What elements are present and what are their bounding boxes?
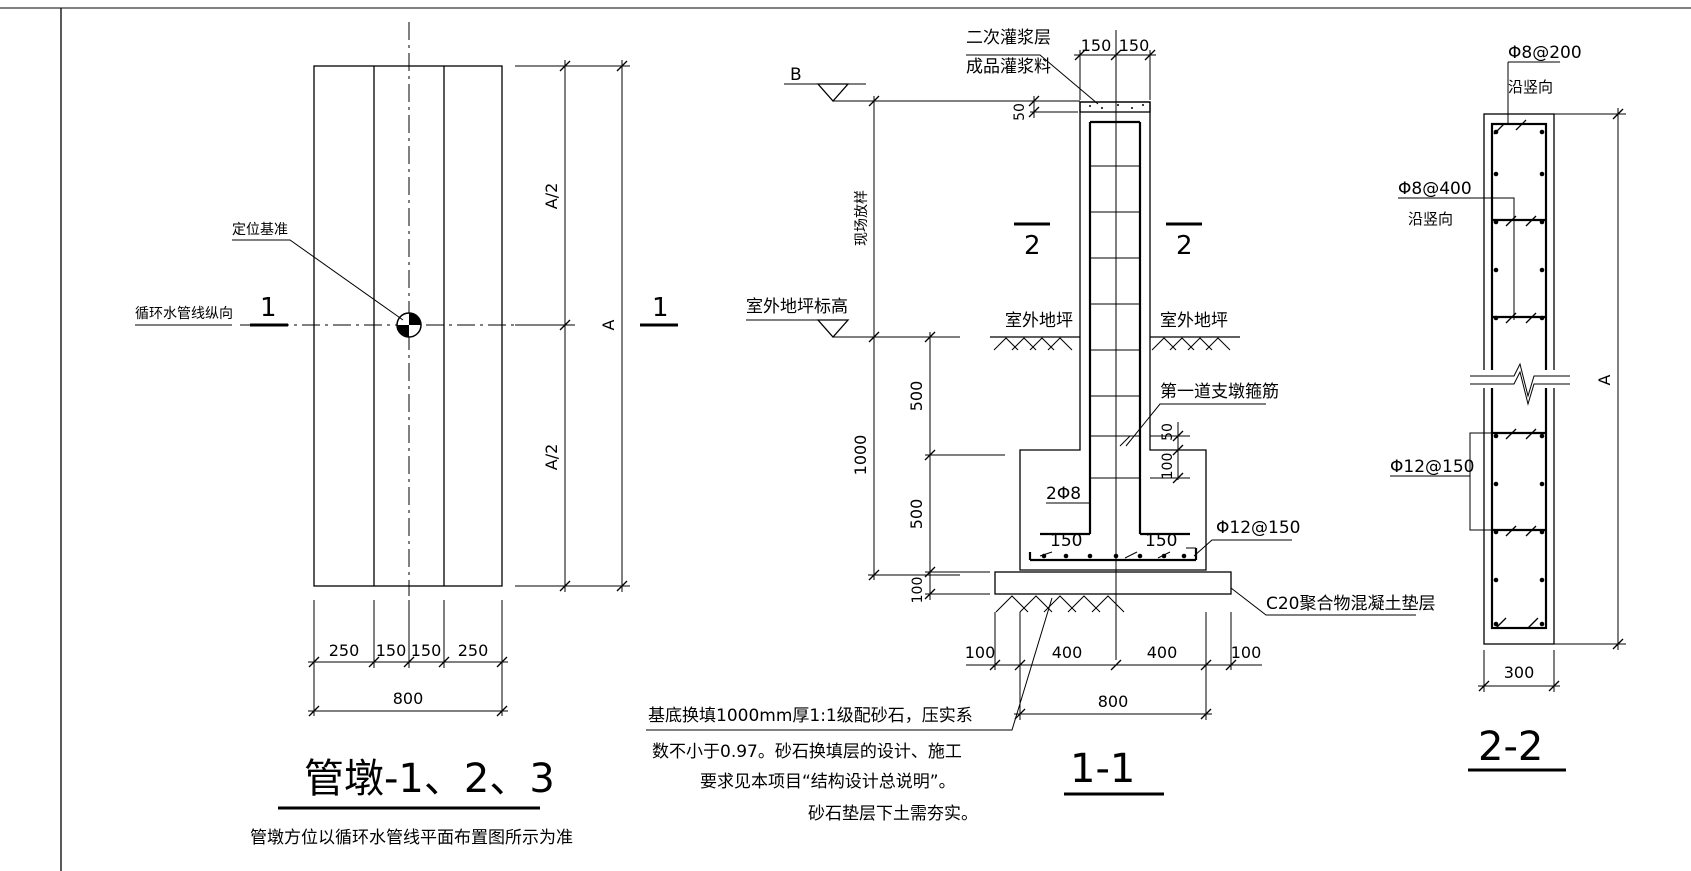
rebar-mid-label: Φ8@400 bbox=[1398, 179, 1472, 199]
section2-mark-right: 2 bbox=[1176, 231, 1193, 261]
right-small-dimensions bbox=[1150, 422, 1190, 484]
section-1-1: 室外地坪 室外地坪 B 室外地坪标高 二次灌浆层 成品灌浆料 bbox=[646, 28, 1436, 824]
plan-note: 管墩方位以循环水管线平面布置图所示为准 bbox=[250, 828, 573, 848]
level-outdoor-label: 室外地坪标高 bbox=[746, 297, 848, 317]
section-2-2: Φ8@200 沿竖向 Φ8@400 沿竖向 Φ12@150 A 300 2-2 bbox=[1390, 43, 1626, 772]
pad-leader bbox=[1230, 587, 1416, 616]
level-b-symbol-icon bbox=[784, 83, 1080, 102]
top-dimension bbox=[1074, 49, 1156, 100]
plan-view: 定位基准 循环水管线纵向 1 1 A/2 A/2 A bbox=[135, 22, 678, 848]
dim-1000: 1000 bbox=[851, 435, 870, 476]
plan-outline bbox=[313, 65, 503, 587]
dim-50-right: 50 bbox=[1160, 423, 1176, 441]
dim-500-lower: 500 bbox=[907, 499, 926, 530]
dim-100-bottom: 100 bbox=[910, 577, 926, 604]
dim-150-inner-right: 150 bbox=[1145, 531, 1177, 551]
note-line-4: 砂石垫层下土需夯实。 bbox=[808, 804, 978, 824]
dim-800: 800 bbox=[393, 689, 424, 708]
ground-hatch-right bbox=[1151, 337, 1231, 351]
datum-symbol-icon bbox=[396, 312, 422, 338]
dim-half-top: A/2 bbox=[542, 183, 561, 210]
first-stirrup-leader bbox=[1125, 403, 1266, 447]
s22-longitudinal-bars bbox=[1493, 129, 1545, 627]
rebar-mid-leader bbox=[1398, 197, 1515, 320]
grout-leader bbox=[966, 54, 1099, 105]
rebar-phi12: Φ12@150 bbox=[1216, 518, 1300, 538]
s22-dim-a-label: A bbox=[1595, 374, 1614, 385]
soil-hatch-bottom bbox=[995, 595, 1125, 613]
rebar-low-label: Φ12@150 bbox=[1390, 457, 1474, 477]
dim-250-right: 250 bbox=[458, 641, 489, 660]
break-line-icon bbox=[1470, 362, 1570, 406]
note-line-2: 数不小于0.97。砂石换填层的设计、施工 bbox=[652, 742, 962, 762]
ground-label-right: 室外地坪 bbox=[1160, 311, 1228, 331]
section11-title: 1-1 bbox=[1070, 746, 1135, 792]
dim-150-right: 150 bbox=[411, 641, 442, 660]
ground-hatch-left bbox=[993, 337, 1073, 351]
s22-dim-300 bbox=[1478, 650, 1560, 692]
note-line-3: 要求见本项目“结构设计总说明”。 bbox=[700, 772, 956, 792]
grout-dots bbox=[1089, 104, 1144, 109]
dim-400-l: 400 bbox=[1052, 643, 1083, 662]
level-outdoor-symbol-icon bbox=[746, 319, 960, 338]
dim-150-inner-left: 150 bbox=[1050, 531, 1082, 551]
note-line-1: 基底换填1000mm厚1:1级配砂石，压实系 bbox=[648, 706, 973, 726]
ground-label-left: 室外地坪 bbox=[1005, 311, 1073, 331]
rebar-2phi8: 2Φ8 bbox=[1046, 484, 1081, 504]
plan-title: 管墩-1、2、3 bbox=[304, 756, 555, 802]
pad-label: C20聚合物混凝土垫层 bbox=[1266, 594, 1436, 614]
dim-top-150-right: 150 bbox=[1119, 36, 1150, 55]
section-mark-left: 1 bbox=[260, 293, 277, 323]
rebar-cage bbox=[1028, 120, 1198, 562]
rebar-mid-dir: 沿竖向 bbox=[1408, 210, 1453, 228]
dim-50-top-lines bbox=[1028, 95, 1078, 118]
dim-50-top: 50 bbox=[1012, 103, 1028, 121]
note-leader bbox=[646, 597, 1053, 731]
level-b-label: B bbox=[790, 65, 802, 85]
dim-800: 800 bbox=[1098, 692, 1129, 711]
datum-leader-line bbox=[232, 239, 404, 321]
grout-label-1: 二次灌浆层 bbox=[966, 28, 1051, 48]
grout-label-2: 成品灌浆料 bbox=[966, 57, 1051, 77]
dim-half-bottom: A/2 bbox=[542, 444, 561, 471]
drawing-frame bbox=[0, 7, 1691, 871]
dim-top-150-left: 150 bbox=[1081, 36, 1112, 55]
rebar-low-bracket bbox=[1469, 432, 1510, 531]
rebar-top-label: Φ8@200 bbox=[1508, 43, 1582, 63]
dim-100-right: 100 bbox=[1160, 453, 1176, 480]
plan-dimension-horizontal bbox=[308, 600, 508, 717]
s22-stirrups bbox=[1492, 119, 1546, 629]
dim-400-r: 400 bbox=[1147, 643, 1178, 662]
dim-250-left: 250 bbox=[329, 641, 360, 660]
pier-outline bbox=[1019, 101, 1207, 571]
dim-150-left: 150 bbox=[376, 641, 407, 660]
left-vertical-dimensions bbox=[868, 95, 1005, 600]
s22-dim-a bbox=[1554, 108, 1626, 650]
section-mark-right: 1 bbox=[652, 293, 669, 323]
dim-100-r: 100 bbox=[1231, 643, 1262, 662]
field-note: 现场放样 bbox=[854, 190, 870, 246]
dim-500-upper: 500 bbox=[907, 381, 926, 412]
dim-100-l: 100 bbox=[965, 643, 996, 662]
c20-pad bbox=[994, 571, 1232, 595]
pipe-direction-label: 循环水管线纵向 bbox=[135, 306, 233, 322]
dim-total-a: A bbox=[599, 319, 618, 330]
section2-mark-left: 2 bbox=[1024, 231, 1041, 261]
datum-label: 定位基准 bbox=[232, 221, 288, 238]
s22-dim-300-label: 300 bbox=[1504, 663, 1535, 682]
rebar-top-dir: 沿竖向 bbox=[1508, 78, 1553, 96]
section22-title: 2-2 bbox=[1478, 724, 1543, 770]
grout-layer bbox=[1079, 101, 1151, 113]
first-stirrup-label: 第一道支墩箍筋 bbox=[1160, 382, 1279, 402]
plan-dimension-vertical bbox=[515, 60, 630, 592]
section11-bottom-dimensions bbox=[966, 612, 1262, 720]
phi12-leader bbox=[1193, 539, 1292, 557]
